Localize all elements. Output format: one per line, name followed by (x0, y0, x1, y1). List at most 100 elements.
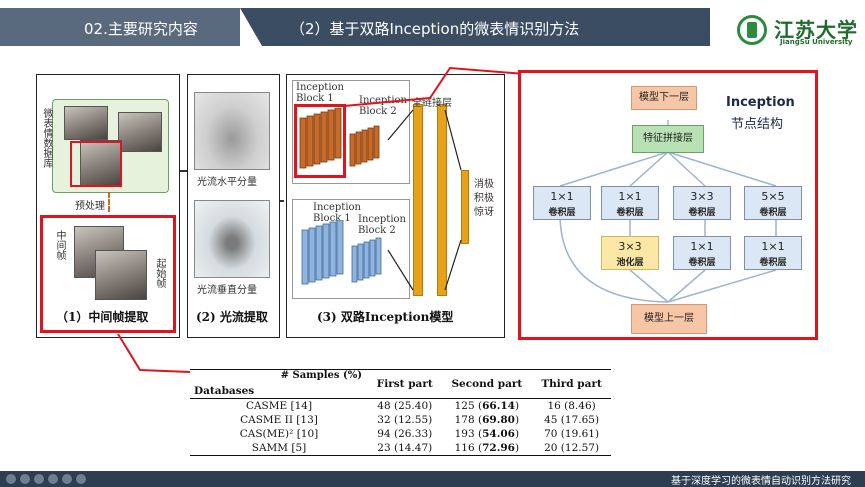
top-block-highlight (294, 104, 346, 178)
nav-more-icon[interactable] (76, 474, 86, 484)
db-name: CAS(ME)² [10] (239, 428, 319, 440)
inception-title: Inception (726, 95, 795, 110)
row2-kernel-2: 1×1 (690, 240, 714, 253)
output-label: 消极积极惊讶 (474, 179, 494, 218)
dataset-table: # Samples (%) Databases First part Secon… (190, 369, 611, 456)
database-label: 微表情数据库 (41, 108, 52, 168)
header-first-part: First part (368, 369, 442, 399)
table-row: CASME II [13] 32 (12.55) 178 (69.80) 45 … (190, 413, 611, 427)
cell-second: 193 (54.06) (454, 428, 520, 440)
header-second-part: Second part (441, 369, 533, 399)
top-conv-stack (299, 108, 380, 169)
table-row: SAMM [5] 23 (14.47) 116 (72.96) 20 (12.5… (190, 441, 611, 456)
row1-type-1: 卷积层 (548, 208, 576, 218)
cell-second: 178 (69.80) (454, 414, 520, 426)
cell-first: 94 (26.33) (377, 428, 433, 440)
bottom-branch-frame (292, 199, 410, 299)
header-third-part: Third part (532, 369, 611, 399)
bottom-block1-label: Inception Block 1 (313, 202, 361, 224)
row1-kernel-1: 1×1 (550, 190, 574, 203)
nav-next-icon[interactable] (20, 474, 30, 484)
cell-first: 32 (12.55) (377, 414, 433, 426)
inception-subtitle: 节点结构 (731, 117, 784, 132)
row2-kernel-3: 1×1 (761, 240, 785, 253)
row2-kernel-1: 3×3 (618, 240, 642, 253)
prev-layer-box: 模型上一层 (631, 304, 707, 334)
row1-kernel-2: 1×1 (618, 190, 642, 203)
row1-kernel-4: 5×5 (761, 190, 785, 203)
footer-bar: 基于深度学习的微表情自动识别方法研究 (0, 471, 865, 487)
cell-third: 16 (8.46) (547, 400, 596, 412)
row1-kernel-3: 3×3 (690, 190, 714, 203)
row2-box-2: 1×1 卷积层 (673, 236, 731, 270)
table-connector (117, 333, 191, 373)
row1-type-4: 卷积层 (759, 208, 787, 218)
cell-third: 70 (19.61) (544, 428, 600, 440)
selected-face-highlight (70, 141, 122, 187)
bottom-block2-label: Inception Block 2 (358, 214, 406, 236)
corner-cell: # Samples (%) Databases (190, 369, 368, 399)
fc-label: 全链接层 (412, 98, 452, 109)
prev-layer-label: 模型上一层 (644, 313, 694, 324)
row1-box-1: 1×1 卷积层 (533, 186, 591, 220)
row1-box-3: 3×3 卷积层 (673, 186, 731, 220)
row2-box-3: 1×1 卷积层 (744, 236, 802, 270)
flow-vertical-label: 光流垂直分量 (197, 285, 257, 296)
next-layer-label: 模型下一层 (639, 92, 689, 103)
bottom-conv-stack (301, 220, 382, 285)
section-label: 02.主要研究内容 (84, 20, 198, 38)
fc-connections (387, 109, 462, 291)
row1-type-3: 卷积层 (688, 208, 716, 218)
nav-menu-icon[interactable] (34, 474, 44, 484)
flow-horizontal-image (194, 92, 270, 170)
row1-box-2: 1×1 卷积层 (601, 186, 659, 220)
nav-zoom-icon[interactable] (62, 474, 72, 484)
cell-third: 45 (17.65) (544, 414, 600, 426)
db-name: CASME [14] (245, 400, 313, 412)
university-name-en: JiangSu University (780, 38, 853, 46)
face-thumb-1 (64, 106, 108, 140)
mid-frame-highlight (40, 215, 176, 333)
footer-title: 基于深度学习的微表情自动识别方法研究 (671, 476, 851, 487)
arrow-1-to-2 (180, 170, 190, 172)
db-name: SAMM [5] (190, 441, 368, 456)
header-bar: 02.主要研究内容 （2）基于双路Inception的微表情识别方法 江苏大学 … (0, 0, 865, 52)
slide-title: （2）基于双路Inception的微表情识别方法 (290, 20, 580, 38)
cell-first: 23 (14.47) (368, 441, 442, 456)
face-thumb-2 (118, 112, 162, 152)
row2-box-1: 3×3 池化层 (601, 236, 659, 270)
cell-second: 116 (72.96) (441, 441, 533, 456)
header-title-block (240, 8, 710, 46)
university-logo-icon (737, 15, 767, 45)
panel2-caption: (2) 光流提取 (196, 310, 268, 324)
flow-vertical-image (194, 200, 270, 278)
nav-pen-icon[interactable] (48, 474, 58, 484)
row2-type-2: 卷积层 (688, 258, 716, 268)
header-left-block (0, 8, 240, 46)
concat-layer-box: 特征拼接层 (632, 125, 704, 153)
row2-type-3: 卷积层 (759, 258, 787, 268)
table-header-row: # Samples (%) Databases First part Secon… (190, 369, 611, 399)
cell-third: 20 (12.57) (532, 441, 611, 456)
db-name: CASME II [13] (240, 414, 318, 426)
top-block2-label: Inception Block 2 (359, 95, 407, 117)
nav-prev-icon[interactable] (6, 474, 16, 484)
mid-frame-label: 中间帧 (54, 230, 65, 260)
flow-horizontal-label: 光流水平分量 (197, 177, 257, 188)
row1-type-2: 卷积层 (616, 208, 644, 218)
next-layer-box: 模型下一层 (631, 86, 697, 110)
preprocess-label: 预处理 (75, 201, 105, 212)
top-branch-frame (292, 80, 410, 184)
row2-type-1: 池化层 (616, 258, 644, 268)
corner-databases-label: Databases (194, 385, 255, 397)
table-row: CAS(ME)² [10] 94 (26.33) 193 (54.06) 70 … (190, 427, 611, 441)
inception-arrows (559, 120, 777, 303)
inception-connector (343, 66, 526, 107)
concat-layer-label: 特征拼接层 (643, 133, 693, 144)
start-frame-label: 起始帧 (154, 258, 165, 288)
preprocess-arrow (108, 192, 110, 212)
start-frame-face (95, 250, 147, 300)
fc-bar-2 (437, 104, 447, 296)
panel1-caption: （1）中间帧提取 (56, 310, 149, 324)
corner-samples-label: # Samples (%) (280, 370, 362, 381)
